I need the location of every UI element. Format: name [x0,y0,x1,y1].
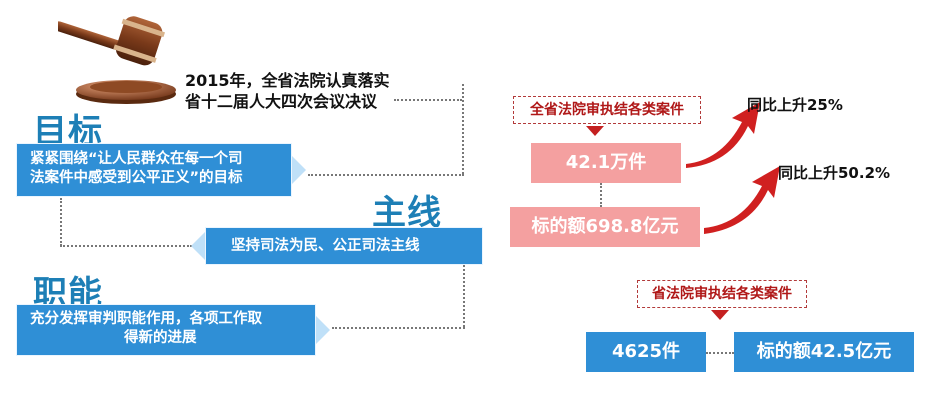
goal-box: 紧紧围绕“让人民群众在每一个司 法案件中感受到公平正义”的目标 [16,143,306,197]
growth-arrow-amount-icon [704,166,780,234]
connector-intro-bottom [394,99,462,101]
function-box: 充分发挥审判职能作用，各项工作取 得新的进展 [16,304,330,356]
connector-goal-mainline [60,198,62,246]
connector-mainline-function-h [332,327,465,329]
mainline-box: 坚持司法为民、公正司法主线 [191,227,483,265]
provincial-cases: 4625件 [586,332,706,372]
gavel-icon [58,16,176,104]
mainline-arrow [191,232,205,260]
goal-arrow [292,156,306,184]
connector-goal-mainline-h [60,245,192,247]
intro-line-2: 省十二届人大四次会议决议 [185,92,378,111]
intro-text: 2015年，全省法院认真落实 省十二届人大四次会议决议 [185,70,390,112]
function-line-2: 得新的进展 [124,330,197,346]
connector-intro-goal [308,174,464,176]
statewide-cases: 42.1万件 [531,143,681,183]
amount-growth: 同比上升50.2% [778,164,891,182]
provincial-connector [706,352,734,354]
provincial-amount: 标的额42.5亿元 [734,332,914,372]
provincial-pointer [711,310,729,320]
mainline-heading: 主线 [372,193,442,233]
function-line-1: 充分发挥审判职能作用，各项工作取 [30,311,262,327]
goal-line-1: 紧紧围绕“让人民群众在每一个司 [30,151,243,167]
connector-mainline-function [463,265,465,327]
connector-intro [462,84,464,174]
mainline-text: 坚持司法为民、公正司法主线 [231,238,420,254]
goal-line-2: 法案件中感受到公平正义”的目标 [30,170,243,186]
function-arrow [316,316,330,344]
statewide-label: 全省法院审执结各类案件 [513,96,701,124]
statewide-connector [600,183,602,207]
statewide-amount: 标的额698.8亿元 [510,207,700,247]
statewide-pointer [586,126,604,136]
growth-arrow-cases-icon [686,102,760,168]
provincial-label: 省法院审执结各类案件 [637,280,807,308]
cases-growth: 同比上升25% [747,96,843,114]
intro-line-1: 2015年，全省法院认真落实 [185,71,390,90]
